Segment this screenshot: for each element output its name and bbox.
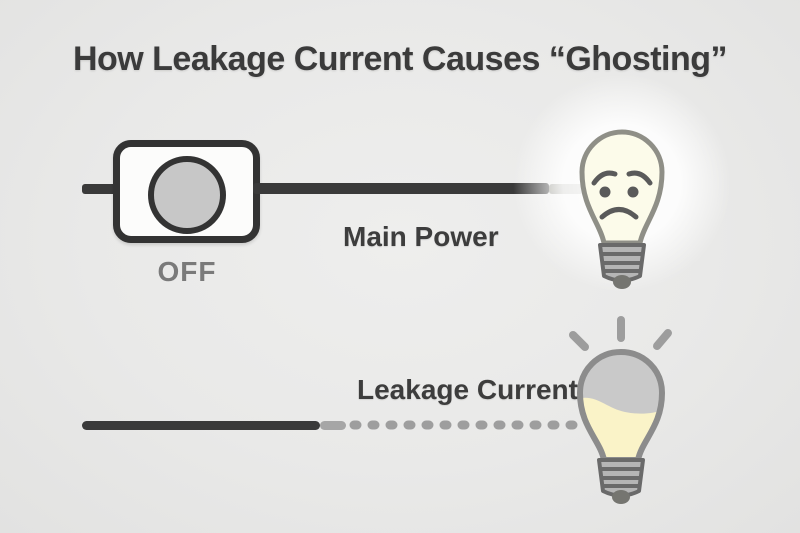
- left-eye: [599, 186, 611, 198]
- bulb-globe: [579, 129, 665, 246]
- wire-left-stub: [82, 184, 118, 194]
- switch-knob: [148, 156, 226, 234]
- bulb-base-tip: [613, 275, 631, 289]
- leakage-wire-fade: [320, 421, 346, 430]
- right-eye: [627, 186, 639, 198]
- frown-mouth: [599, 207, 639, 220]
- right-eyebrow: [626, 170, 653, 186]
- page-title: How Leakage Current Causes “Ghosting”: [72, 40, 728, 78]
- half-lit-bulb-icon: [569, 316, 672, 504]
- sad-face: [591, 170, 653, 220]
- bulb-screw-base: [598, 243, 646, 283]
- glow-rays-icon: [569, 316, 672, 351]
- sad-dim-bulb-icon: [579, 129, 665, 289]
- main-power-wire: [253, 183, 549, 194]
- switch-off-label: OFF: [157, 256, 217, 287]
- left-eyebrow: [591, 170, 618, 186]
- main-power-label: Main Power: [343, 221, 499, 252]
- bulb-base-tip: [612, 490, 630, 504]
- leakage-wire-solid: [82, 421, 320, 430]
- leakage-wire-dashed: [349, 420, 582, 430]
- leakage-current-label: Leakage Current: [357, 374, 578, 405]
